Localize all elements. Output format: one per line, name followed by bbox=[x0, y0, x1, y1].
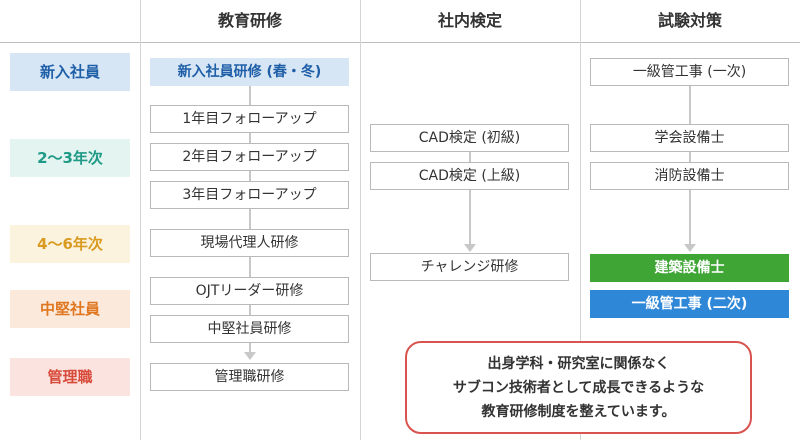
info-note: 出身学科・研究室に関係なく サブコン技術者として成長できるような 教育研修制度を… bbox=[405, 341, 752, 434]
education-item-manager-training: 管理職研修 bbox=[150, 363, 349, 391]
education-item-site-agent-training: 現場代理人研修 bbox=[150, 229, 349, 257]
exam-arrow-icon bbox=[684, 244, 696, 252]
note-line-2: サブコン技術者として成長できるような bbox=[452, 380, 705, 396]
level-mid-career: 中堅社員 bbox=[10, 290, 130, 328]
exam-item-building-equipment-engineer: 建築設備士 bbox=[590, 254, 789, 282]
column-divider-2 bbox=[360, 0, 361, 440]
note-line-1: 出身学科・研究室に関係なく bbox=[487, 356, 670, 372]
column-divider-3 bbox=[580, 0, 581, 440]
header-divider bbox=[0, 42, 800, 43]
education-item-ojt-leader-training: OJTリーダー研修 bbox=[150, 277, 349, 305]
internal-item-cad-beginner: CAD検定 (初級) bbox=[370, 124, 569, 152]
exam-item-society-equipment-engineer: 学会設備士 bbox=[590, 124, 789, 152]
exam-connector bbox=[689, 72, 691, 246]
header-exam-prep: 試験対策 bbox=[657, 11, 722, 30]
internal-item-cad-advanced: CAD検定 (上級) bbox=[370, 162, 569, 190]
header-education: 教育研修 bbox=[217, 11, 282, 30]
exam-item-fire-equipment-engineer: 消防設備士 bbox=[590, 162, 789, 190]
education-connector bbox=[249, 86, 251, 354]
education-arrow-icon bbox=[244, 352, 256, 360]
note-line-3: 教育研修制度を整えています。 bbox=[481, 404, 676, 420]
column-divider-1 bbox=[140, 0, 141, 440]
education-item-3rd-year-followup: 3年目フォローアップ bbox=[150, 181, 349, 209]
education-item-2nd-year-followup: 2年目フォローアップ bbox=[150, 143, 349, 171]
exam-item-first-class-pipe-2nd: 一級管工事 (二次) bbox=[590, 290, 789, 318]
education-item-new-hire-training: 新入社員研修 (春・冬) bbox=[150, 58, 349, 86]
internal-connector bbox=[469, 138, 471, 246]
exam-item-first-class-pipe-1st: 一級管工事 (一次) bbox=[590, 58, 789, 86]
internal-item-challenge-training: チャレンジ研修 bbox=[370, 253, 569, 281]
level-manager: 管理職 bbox=[10, 358, 130, 396]
education-item-mid-career-training: 中堅社員研修 bbox=[150, 315, 349, 343]
level-new-employee: 新入社員 bbox=[10, 53, 130, 91]
header-internal-exam: 社内検定 bbox=[437, 11, 502, 30]
level-4-6-years: 4〜6年次 bbox=[10, 225, 130, 263]
level-2-3-years: 2〜3年次 bbox=[10, 139, 130, 177]
education-item-1st-year-followup: 1年目フォローアップ bbox=[150, 105, 349, 133]
internal-arrow-icon bbox=[464, 244, 476, 252]
